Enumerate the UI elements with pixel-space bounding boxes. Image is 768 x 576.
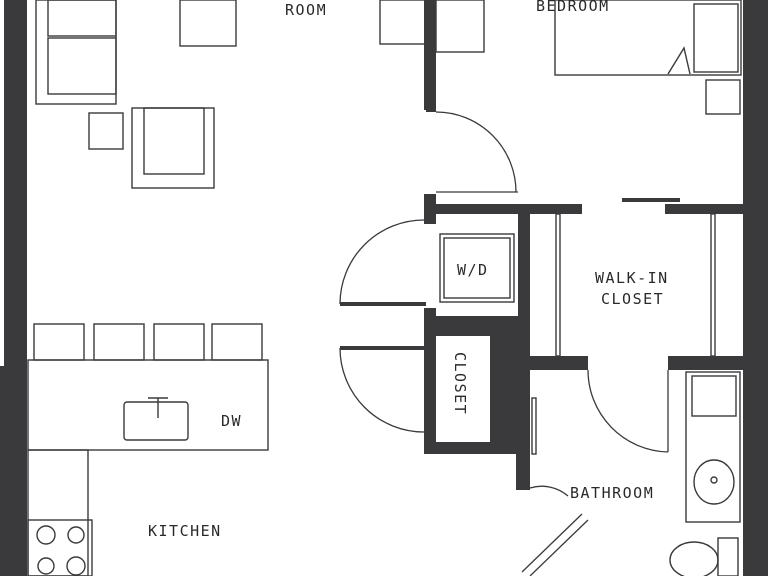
bedroom-door-leaf — [426, 108, 436, 112]
laundry-door-leaf — [340, 302, 426, 306]
closet-wall-left — [424, 336, 436, 454]
washer-dryer-inner — [443, 237, 511, 299]
east-wall — [743, 0, 768, 576]
kitchen-island — [27, 359, 269, 451]
west-wall — [4, 0, 27, 576]
laundry-door-swing — [339, 219, 425, 305]
label-dishwasher: DW — [221, 412, 242, 430]
bath-vanity — [685, 371, 741, 523]
bath-door-jamb — [531, 397, 537, 455]
stove — [27, 519, 93, 576]
living-furniture — [35, 0, 485, 189]
closet-wall-right — [490, 320, 530, 454]
coffee-table — [179, 0, 237, 47]
closet-door-leaf — [340, 346, 426, 350]
walkin-door-swing — [587, 369, 669, 453]
bedroom-furniture — [554, 0, 742, 115]
toilet — [669, 537, 739, 576]
bar-stools — [33, 323, 263, 361]
interior-walls — [424, 0, 745, 490]
nightstand — [705, 79, 741, 115]
bedroom-dresser — [435, 0, 485, 53]
label-bedroom: BEDROOM — [536, 0, 610, 15]
label-walk-in-line1: WALK-IN — [595, 269, 669, 287]
bath-door-swing — [529, 485, 569, 497]
media-console-left — [379, 0, 427, 45]
kitchen-counter — [27, 449, 89, 576]
armchair — [131, 107, 215, 189]
label-walk-in-line2: CLOSET — [601, 290, 664, 308]
side-table — [88, 112, 124, 150]
sofa — [35, 0, 117, 105]
label-kitchen: KITCHEN — [148, 522, 222, 540]
walkin-bath-wall-left — [530, 356, 588, 370]
closet-wall-bottom — [424, 442, 530, 454]
closet-door-track — [622, 198, 680, 202]
bedroom-south-wall-right — [665, 204, 745, 214]
bath-west-wall — [516, 452, 530, 490]
kitchen-sink — [123, 397, 189, 441]
label-living-room: ROOM — [285, 1, 327, 19]
bath-door-leaf — [521, 513, 589, 576]
west-wall-notch — [0, 366, 6, 576]
living-bedroom-wall — [424, 0, 436, 110]
doors — [339, 108, 669, 576]
bedroom-door-swing — [435, 111, 517, 193]
closet-door-swing — [339, 347, 425, 433]
laundry-wall-top — [424, 194, 436, 224]
label-washer-dryer: W/D — [457, 261, 489, 279]
washer-dryer-box — [439, 233, 515, 303]
label-closet: CLOSET — [451, 352, 469, 415]
walkin-bath-wall-right — [668, 356, 744, 370]
walkin-shelf-left — [555, 213, 561, 357]
bed — [554, 0, 742, 76]
bedroom-south-wall-left — [434, 204, 582, 214]
label-bathroom: BATHROOM — [570, 484, 654, 502]
walkin-shelf-right — [710, 213, 716, 357]
